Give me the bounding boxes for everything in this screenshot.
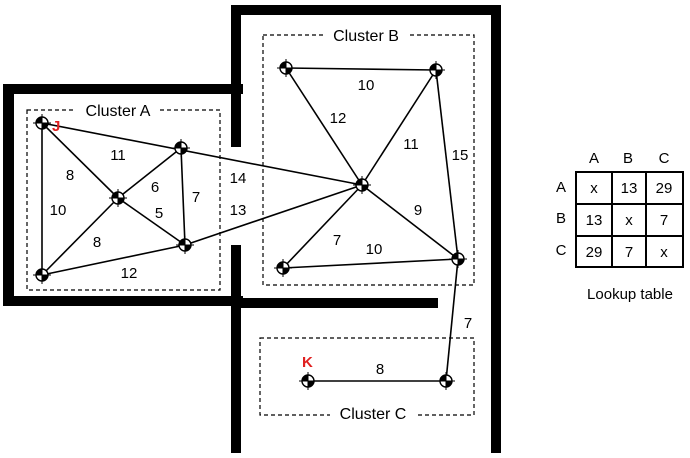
edge-a-bottom [41,244,186,276]
label-b-lower-left: 7 [333,232,341,249]
node-j-label: J [52,118,60,135]
cluster-a-box [26,109,221,291]
edge-b-top [285,67,437,71]
node-j-marker [33,114,51,132]
lookup-cell-b-b: x [625,212,633,229]
label-a-center-upper: 6 [151,179,159,196]
edge-a-to-b-lower [184,184,363,246]
label-b-bottom: 10 [366,241,383,258]
label-b-lower-right: 9 [414,202,422,219]
label-a-right-vertical: 7 [192,189,200,206]
label-b-left-diag: 12 [330,110,347,127]
edge-b-lower-left [282,184,363,269]
lookup-row-header-b: B [556,210,566,227]
cluster-b-label: Cluster B [333,28,399,45]
lookup-cell-a-a: x [590,180,598,197]
label-a-center-lower: 5 [155,205,163,222]
edge-labels: 10 12 11 15 9 7 10 11 8 10 6 5 7 8 12 14… [50,77,473,378]
label-b-right-diag: 11 [403,136,419,153]
label-ab-lower: 13 [230,202,247,219]
label-a-left: 10 [50,202,67,219]
cluster-c-box [259,337,475,416]
lookup-row-header-a: A [556,179,566,196]
cluster-boxes: Cluster A Cluster B Cluster C [26,25,475,423]
label-bc-link: 7 [464,315,472,332]
edge-b-right-diag [361,69,437,186]
edges [41,67,459,382]
edge-a-lower-left [41,197,119,276]
edge-a-upper-left [41,122,119,199]
wall-a-top [3,84,243,94]
lookup-grid-border [575,171,684,268]
node-a-upper-right-marker [172,139,190,157]
edge-a-center-lower [117,197,186,246]
cluster-c-label: Cluster C [340,406,407,423]
label-a-lower-left: 8 [93,234,101,251]
lookup-table: A B C A B C x 13 29 13 x 7 29 7 x Lookup… [556,150,684,303]
label-a-upper-left: 8 [66,167,74,184]
node-b-top-right-marker [427,61,445,79]
lookup-cell-b-c: 7 [660,212,668,229]
edge-j-to-b-center [41,122,363,186]
node-a-lower-left-marker [33,266,51,284]
cluster-b-label-bg [324,25,408,45]
node-b-bottom-right-marker [449,250,467,268]
wall-a-bottom [3,296,243,306]
node-b-top-left-marker [277,59,295,77]
edge-b-lower-right [361,184,459,260]
edge-b-to-c [445,258,459,382]
node-b-bottom-left-marker [274,259,292,277]
label-a-top: 11 [110,147,126,164]
lookup-cell-a-b: 13 [621,180,638,197]
label-a-bottom: 12 [121,265,138,282]
building-walls [3,5,501,453]
node-k-marker [299,372,317,390]
wall-b-top [231,5,501,15]
label-b-far-right: 15 [452,147,469,164]
edge-b-bottom [282,258,459,269]
lookup-cell-c-c: x [660,244,668,261]
wall-b-c-separator [231,298,438,308]
lookup-col-header-a: A [589,150,599,167]
lookup-cell-b-a: 13 [586,212,603,229]
cluster-c-label-bg [330,403,416,423]
edge-b-left-diag [285,67,363,186]
lookup-cell-a-c: 29 [656,180,673,197]
node-a-lower-right-marker [176,236,194,254]
wall-a-left [3,84,14,305]
cluster-a-label: Cluster A [86,103,151,120]
lookup-row-header-c: C [556,242,567,259]
label-b-top: 10 [358,77,375,94]
lookup-caption: Lookup table [587,286,673,303]
node-c-right-marker [437,372,455,390]
wall-divider-lower [231,245,241,453]
label-ab-upper: 14 [230,170,247,187]
lookup-cell-c-b: 7 [625,244,633,261]
node-b-center-marker [353,176,371,194]
nodes [33,59,467,390]
lookup-col-header-b: B [623,150,633,167]
wall-divider-upper [231,5,241,147]
edge-b-far-right [435,69,459,260]
lookup-col-header-c: C [659,150,670,167]
node-k-label: K [302,354,313,371]
cluster-a-label-bg [76,100,160,120]
edge-a-right-vertical [180,147,186,246]
lookup-cell-c-a: 29 [586,244,603,261]
wall-right [491,5,501,453]
label-c-edge: 8 [376,361,384,378]
node-a-center-marker [109,189,127,207]
edge-a-center-upper [117,147,182,199]
